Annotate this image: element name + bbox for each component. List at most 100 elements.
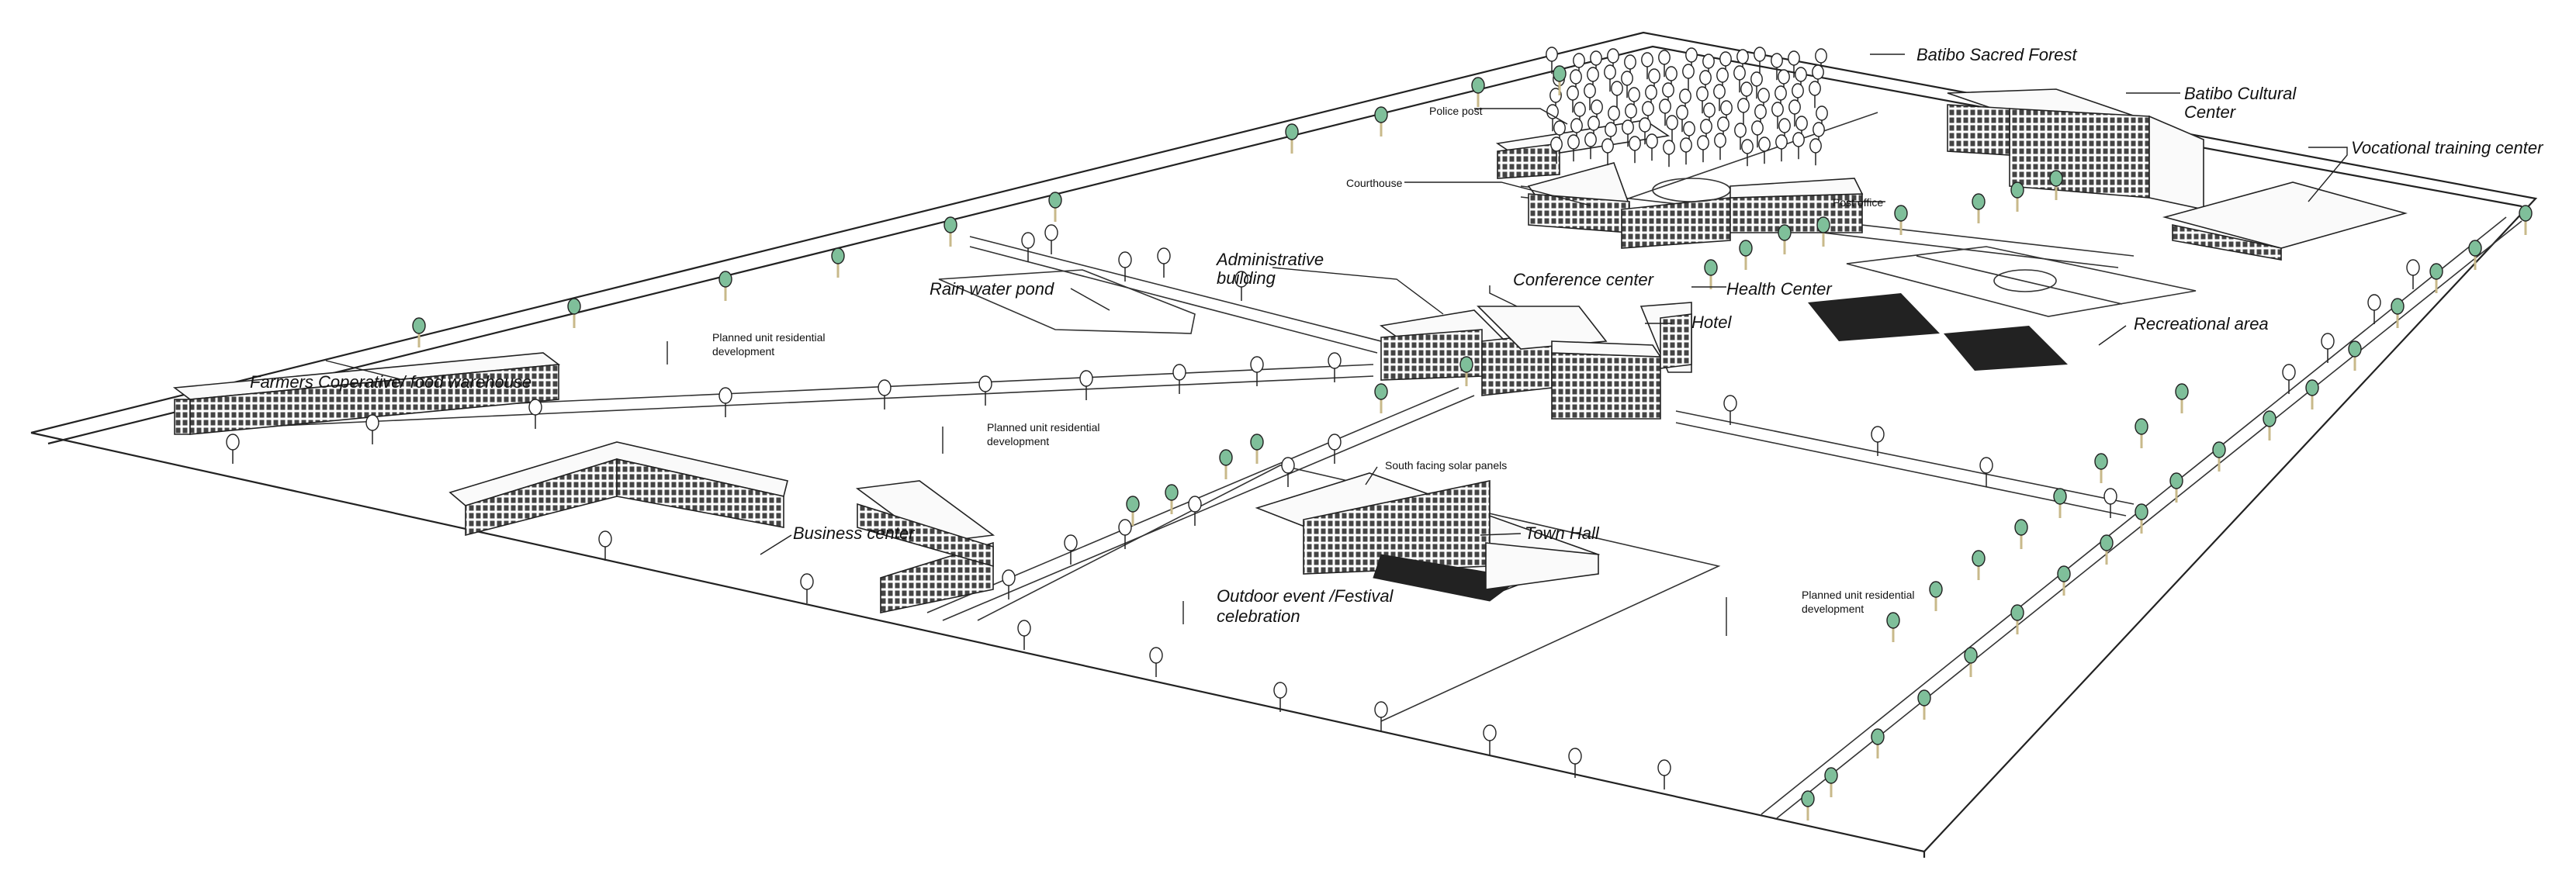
tree-icon [1886, 612, 1900, 642]
roads [174, 112, 2522, 819]
tree-icon [2010, 181, 2024, 212]
label-sacred-forest: Batibo Sacred Forest [1916, 45, 2078, 64]
tree-icon [2305, 379, 2319, 409]
tree-icon [1964, 647, 1978, 677]
tree-icon [1778, 224, 1792, 254]
tree-icon [1809, 138, 1822, 166]
tree-icon [1374, 701, 1388, 731]
label-administrative: Administrative [1215, 250, 1324, 269]
tree-icon [1550, 136, 1563, 164]
tree-icon [1021, 232, 1035, 262]
tree-icon [1792, 132, 1805, 160]
tree-icon [1568, 748, 1582, 778]
tree-icon [1771, 102, 1784, 130]
label-outdoor-2: celebration [1217, 606, 1300, 626]
label-vocational: Vocational training center [2351, 138, 2544, 157]
tree-icon [1374, 383, 1388, 413]
tree-icon [878, 379, 892, 409]
tree-icon [1754, 104, 1767, 132]
tree-icon [1979, 457, 1993, 487]
tree-icon [1250, 356, 1264, 386]
tree-icon [1328, 434, 1342, 464]
tree-icon [1733, 65, 1746, 93]
tree-icon [1719, 51, 1732, 79]
tree-icon [1273, 682, 1287, 712]
tree-icon [1601, 138, 1614, 166]
tree-icon [2014, 519, 2028, 549]
tree-icon [1809, 81, 1821, 109]
tree-icon [1546, 104, 1559, 132]
tree-icon [1567, 134, 1580, 162]
tree-icon [2212, 441, 2226, 472]
tree-icon [1639, 117, 1651, 145]
tree-icon [1621, 71, 1633, 98]
tree-icon [1894, 205, 1908, 235]
recreational-field [1808, 246, 2197, 371]
tree-icon [1048, 192, 1062, 222]
tree-icon [2094, 453, 2108, 483]
tree-icon [1459, 356, 1473, 386]
tree-icon [1604, 64, 1616, 92]
tree-icon [1165, 484, 1179, 514]
tree-icon [1607, 48, 1619, 76]
tree-icon [2391, 298, 2405, 328]
tree-icon [2135, 418, 2148, 448]
tree-icon [1017, 620, 1031, 650]
tree-icon [2321, 333, 2335, 363]
tree-icon [718, 387, 732, 417]
tree-icon [1713, 84, 1726, 112]
tree-icon [831, 247, 845, 278]
tree-icon [1734, 123, 1747, 150]
tree-icon [1751, 120, 1764, 148]
tree-icon [1587, 67, 1599, 95]
rain-water-pond [938, 269, 1196, 334]
tree-icon [1816, 216, 1830, 247]
tree-icon [1044, 224, 1058, 254]
tree-icon [1584, 83, 1596, 111]
tree-icon [1483, 724, 1497, 755]
tree-icon [1573, 53, 1585, 81]
tree-icon [1149, 647, 1163, 677]
tree-icon [1871, 728, 1885, 758]
tree-icon [1641, 52, 1653, 80]
tree-icon [1658, 50, 1671, 78]
tree-icon [1002, 569, 1016, 599]
tree-icon [1704, 259, 1718, 289]
tree-icon [1778, 118, 1791, 146]
tree-icon [2348, 340, 2362, 371]
tree-icon [1815, 48, 1827, 76]
label-recreational: Recreational area [2134, 314, 2269, 333]
tree-icon [1172, 364, 1186, 394]
tree-icon [1699, 70, 1712, 98]
tree-icon [1281, 457, 1295, 487]
label-planned-2: Planned unit residential [987, 421, 1100, 434]
tree-icon [1723, 395, 1737, 425]
tree-icon [1972, 550, 1986, 580]
tree-icon [1679, 88, 1691, 116]
tree-icon [2282, 364, 2296, 394]
tree-icon [1750, 71, 1763, 99]
label-planned-3: Planned unit residential [1802, 589, 1915, 601]
tree-icon [1118, 251, 1132, 282]
tree-icon [2103, 488, 2117, 518]
tree-icon [1219, 449, 1233, 479]
label-post-office: Post office [1833, 196, 1883, 209]
tree-icon [800, 573, 814, 603]
leader-lines [325, 54, 2348, 636]
tree-icon [1929, 581, 1943, 611]
tree-icon [1741, 139, 1754, 167]
tree-icon [1250, 434, 1264, 464]
tree-icon [2406, 259, 2420, 289]
label-planned-1: Planned unit residential [712, 331, 826, 344]
label-planned-3b: development [1802, 603, 1864, 615]
tree-icon [1328, 352, 1342, 382]
label-administrative-2: building [1217, 268, 1276, 288]
tree-icon [1676, 105, 1688, 133]
tree-icon [1285, 123, 1299, 154]
tree-icon [943, 216, 957, 247]
buildings [172, 88, 2408, 613]
tree-icon [1553, 65, 1567, 95]
tree-icon [1570, 69, 1582, 97]
tree-icon [1972, 193, 1986, 223]
label-planned-2b: development [987, 435, 1049, 447]
